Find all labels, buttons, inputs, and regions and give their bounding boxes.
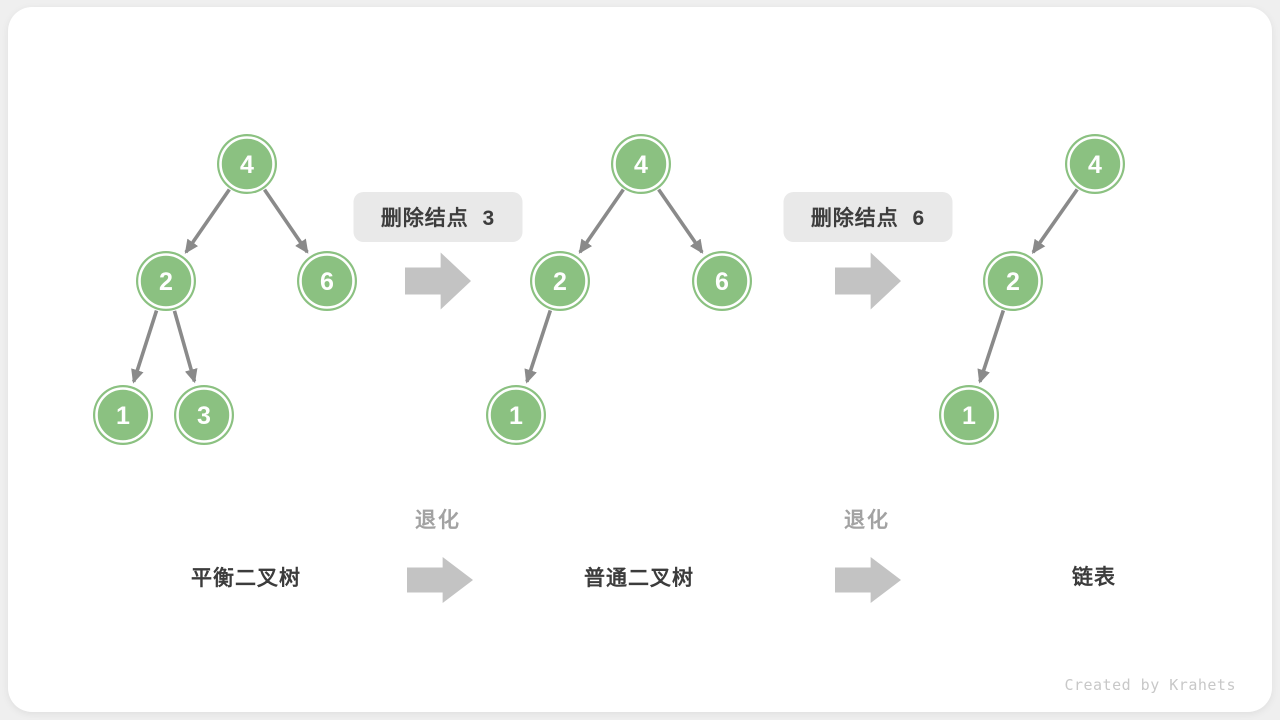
tree-node-value: 6	[715, 268, 729, 296]
tree-node-value: 4	[1088, 151, 1102, 179]
ordinary-binary-tree: 4 2 6 1	[486, 134, 752, 445]
balanced-binary-tree: 4 2 6 1 3	[93, 134, 357, 445]
tree-node-value: 2	[159, 268, 173, 296]
tree-edge-arrow	[977, 309, 1006, 384]
title-ordinary-binary-tree: 普通二叉树	[584, 567, 694, 590]
delete-node-3-label: 删除结点 3	[353, 192, 523, 242]
tree-node: 1	[939, 385, 999, 445]
tree-node-value: 3	[197, 402, 211, 430]
tree-edge-arrow	[524, 309, 553, 384]
tree-node: 2	[136, 251, 196, 311]
tree-node: 4	[1065, 134, 1125, 194]
tree-edge-arrow	[184, 188, 231, 254]
tree-edge-arrow	[172, 310, 198, 384]
tree-node-value: 2	[1006, 268, 1020, 296]
title-linked-list: 链表	[1072, 566, 1116, 589]
tree-edge-arrow	[578, 188, 625, 254]
tree-node: 1	[93, 385, 153, 445]
footer-credit: Created by Krahets	[1064, 676, 1236, 694]
block-arrow-right-icon	[407, 557, 473, 603]
tree-node-value: 4	[240, 151, 254, 179]
tree-node-value: 1	[116, 402, 130, 430]
tree-node-value: 1	[962, 402, 976, 430]
tree-node: 6	[297, 251, 357, 311]
tree-node-value: 1	[509, 402, 523, 430]
linked-list-tree: 4 2 1	[939, 134, 1125, 445]
tree-edge-arrow	[131, 309, 159, 384]
delete-node-6-label: 删除结点 6	[783, 192, 953, 242]
diagram-card	[8, 7, 1272, 712]
tree-node: 1	[486, 385, 546, 445]
block-arrow-right-icon	[835, 557, 901, 603]
tree-node: 3	[174, 385, 234, 445]
tree-edge-arrow	[657, 188, 704, 254]
tree-node-value: 2	[553, 268, 567, 296]
tree-node: 4	[611, 134, 671, 194]
tree-node: 6	[692, 251, 752, 311]
tree-node: 2	[530, 251, 590, 311]
block-arrow-right-icon	[835, 252, 901, 310]
title-balanced-binary-tree: 平衡二叉树	[191, 567, 301, 590]
tree-node: 2	[983, 251, 1043, 311]
tree-node-value: 4	[634, 151, 648, 179]
tree-node-value: 6	[320, 268, 334, 296]
degrade-label-1: 退化	[415, 509, 461, 532]
degrade-label-2: 退化	[844, 509, 890, 532]
tree-node: 4	[217, 134, 277, 194]
tree-edge-arrow	[263, 188, 309, 254]
tree-edge-arrow	[1031, 188, 1079, 254]
block-arrow-right-icon	[405, 252, 471, 310]
